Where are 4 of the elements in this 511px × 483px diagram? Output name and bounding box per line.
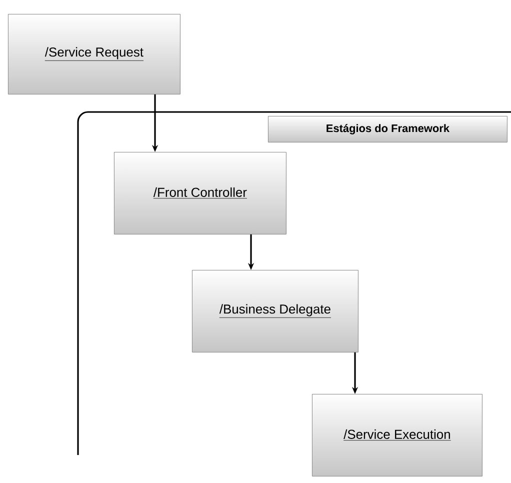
process-box: /Business Delegate (192, 270, 358, 352)
process-box: /Front Controller (114, 152, 286, 234)
process-box: /Service Execution (312, 394, 482, 476)
process-box: /Service Request (8, 14, 180, 94)
